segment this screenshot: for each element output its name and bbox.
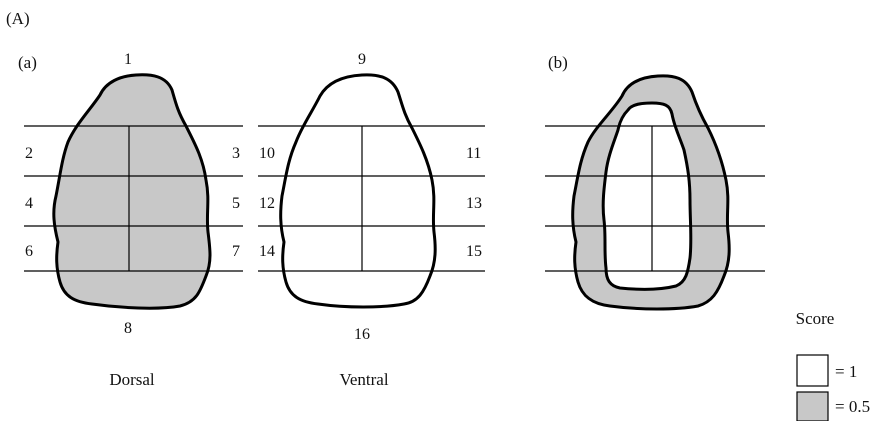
legend-swatch-gray <box>796 391 829 421</box>
region-4-label: 4 <box>25 195 33 212</box>
panel-label: (A) <box>6 9 30 28</box>
region-numbers: 1 2 3 4 5 6 7 8 9 10 11 12 13 14 15 16 <box>25 51 482 343</box>
region-16-label: 16 <box>354 326 370 343</box>
subpanel-label-a: (a) <box>18 53 37 72</box>
region-5-label: 5 <box>232 195 240 212</box>
region-14-label: 14 <box>259 243 275 260</box>
region-3-label: 3 <box>232 145 240 162</box>
region-12-label: 12 <box>259 195 275 212</box>
region-8-label: 8 <box>124 320 132 337</box>
dorsal-outline <box>52 73 212 310</box>
legend-title: Score <box>796 309 835 328</box>
region-7-label: 7 <box>232 243 240 260</box>
legend-label-0-5: = 0.5 <box>835 397 870 416</box>
region-11-label: 11 <box>466 145 481 162</box>
ring-grid <box>545 125 765 272</box>
ring-outline <box>571 74 731 311</box>
legend-label-1: = 1 <box>835 362 857 381</box>
region-9-label: 9 <box>358 51 366 68</box>
region-13-label: 13 <box>466 195 482 212</box>
ventral-caption: Ventral <box>339 370 388 389</box>
score-legend: Score = 1 = 0.5 <box>796 309 870 421</box>
ventral-outline <box>279 73 437 309</box>
legend-swatch-white <box>796 354 829 387</box>
region-10-label: 10 <box>259 145 275 162</box>
region-6-label: 6 <box>25 243 33 260</box>
subpanel-label-b: (b) <box>548 53 568 72</box>
region-15-label: 15 <box>466 243 482 260</box>
dorsal-caption: Dorsal <box>109 370 155 389</box>
region-2-label: 2 <box>25 145 33 162</box>
ventral-grid <box>258 125 485 272</box>
region-1-label: 1 <box>124 51 132 68</box>
dorsal-grid <box>24 125 243 272</box>
